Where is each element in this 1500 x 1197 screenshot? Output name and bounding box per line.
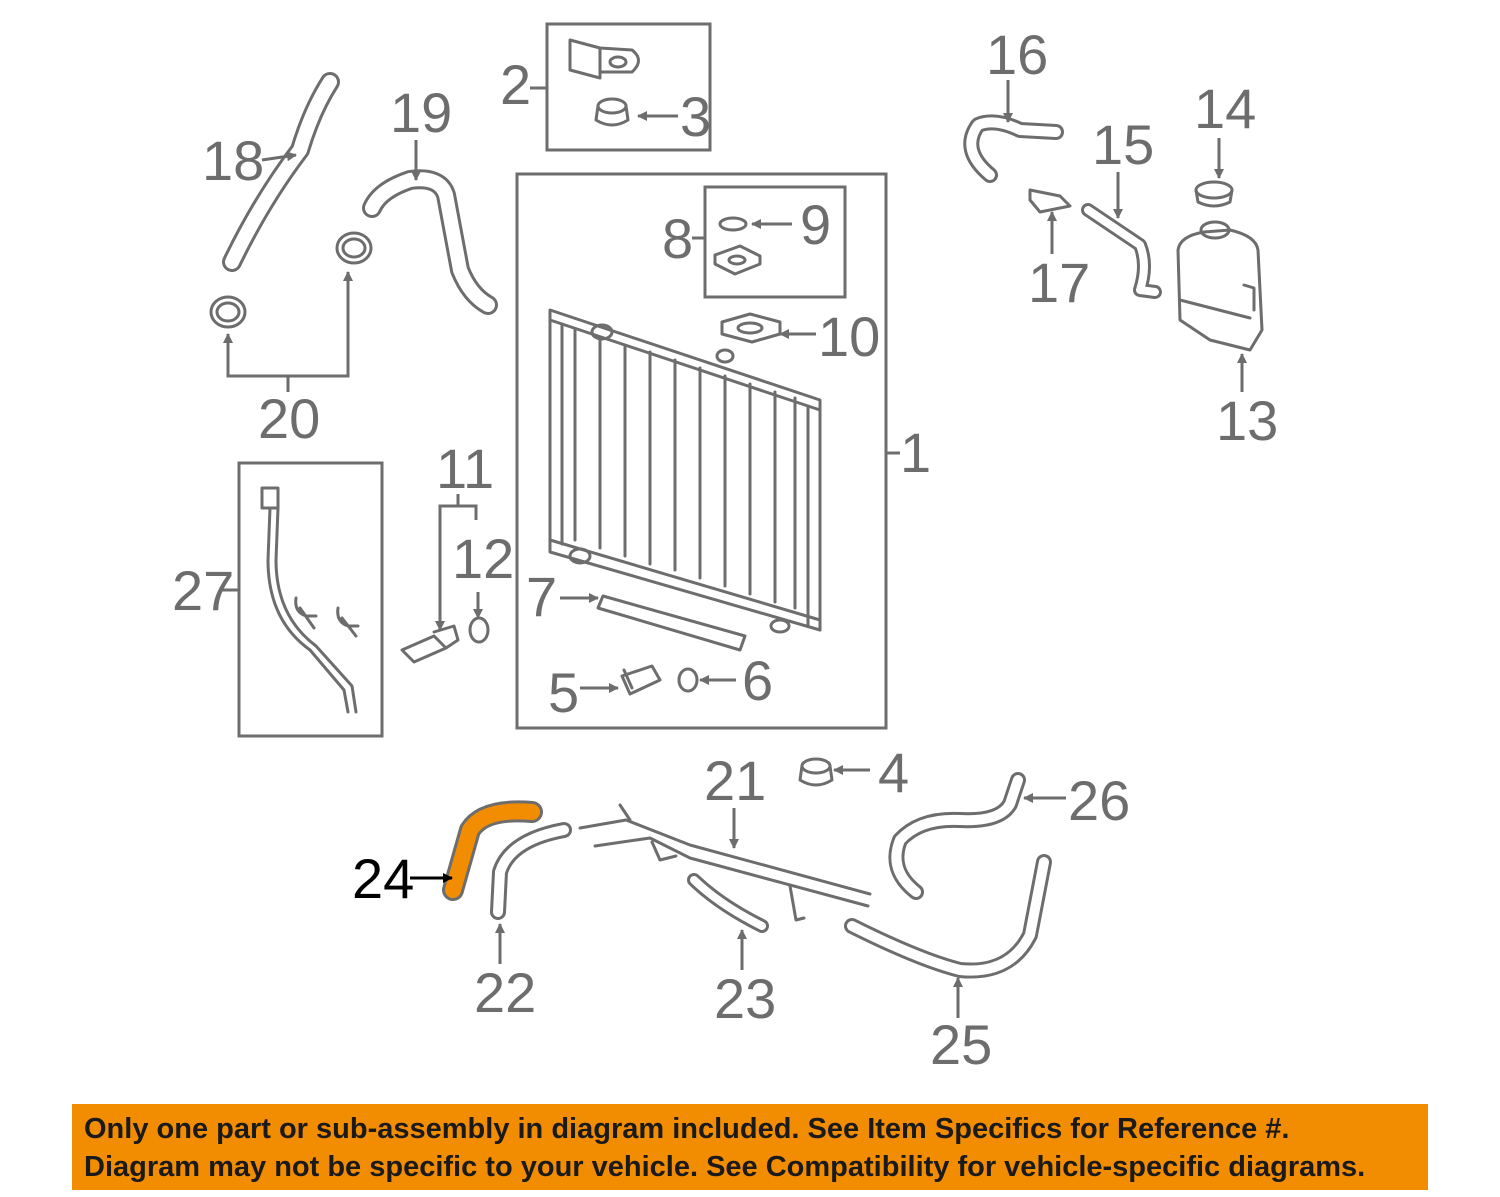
callout-17: 17 [1028, 251, 1090, 314]
upper-bracket-part [568, 38, 640, 80]
callout-9: 9 [800, 193, 831, 256]
drain-cock-o-ring-part [468, 616, 490, 644]
callout-24-highlighted: 24 [352, 847, 414, 910]
callout-23: 23 [714, 967, 776, 1030]
callout-13: 13 [1216, 389, 1278, 452]
callout-3: 3 [680, 85, 711, 148]
o-ring-part [718, 216, 748, 232]
disclaimer-line-1: Only one part or sub-assembly in diagram… [84, 1113, 1290, 1145]
callout-16: 16 [986, 23, 1048, 86]
hose-fitting-part [1028, 188, 1072, 214]
callout-5: 5 [548, 661, 579, 724]
drain-cock-part [400, 624, 460, 664]
hose-clamp-part [335, 231, 373, 265]
harness-group-box [237, 461, 384, 738]
callout-8: 8 [662, 207, 693, 270]
cooling-system-exploded-diagram: 2 3 1 4 5 6 7 8 9 10 11 12 13 14 15 16 1… [172, 22, 1278, 1076]
callout-10: 10 [818, 305, 880, 368]
callout-18: 18 [202, 129, 264, 192]
radiator-cushion-part [720, 312, 782, 344]
heater-hose-part [888, 772, 1026, 900]
callout-20: 20 [258, 387, 320, 450]
drain-o-ring-part [677, 667, 699, 693]
callout-11: 11 [436, 437, 494, 500]
water-pipe-part [578, 803, 872, 922]
fan-harness-part [260, 486, 360, 714]
filler-cap-part [713, 244, 762, 276]
radiator-part [548, 308, 822, 634]
reservoir-cap-part [1194, 180, 1234, 208]
upper-cushion-part [594, 97, 630, 127]
callout-19: 19 [390, 81, 452, 144]
coolant-reservoir-part [1176, 220, 1264, 352]
callout-25: 25 [930, 1013, 992, 1076]
drain-plug-part [620, 664, 662, 696]
callout-15: 15 [1092, 113, 1154, 176]
disclaimer-line-2: Diagram may not be specific to your vehi… [84, 1151, 1366, 1183]
disclaimer-banner: Only one part or sub-assembly in diagram… [72, 1104, 1428, 1190]
callout-4: 4 [878, 741, 909, 804]
callout-2: 2 [500, 53, 531, 116]
callout-27: 27 [172, 559, 234, 622]
callout-22: 22 [474, 961, 536, 1024]
callout-6: 6 [742, 649, 773, 712]
callout-1: 1 [900, 421, 931, 484]
radiator-group-box [515, 172, 888, 730]
cap-group-box [703, 185, 847, 299]
callout-14: 14 [1194, 77, 1256, 140]
radiator-seal-part [596, 594, 747, 652]
lower-cushion-part [798, 757, 834, 787]
callout-26: 26 [1068, 769, 1130, 832]
callout-7: 7 [526, 565, 557, 628]
callout-12: 12 [452, 527, 514, 590]
hose-clamp-part [209, 295, 247, 329]
callout-21: 21 [704, 749, 766, 812]
